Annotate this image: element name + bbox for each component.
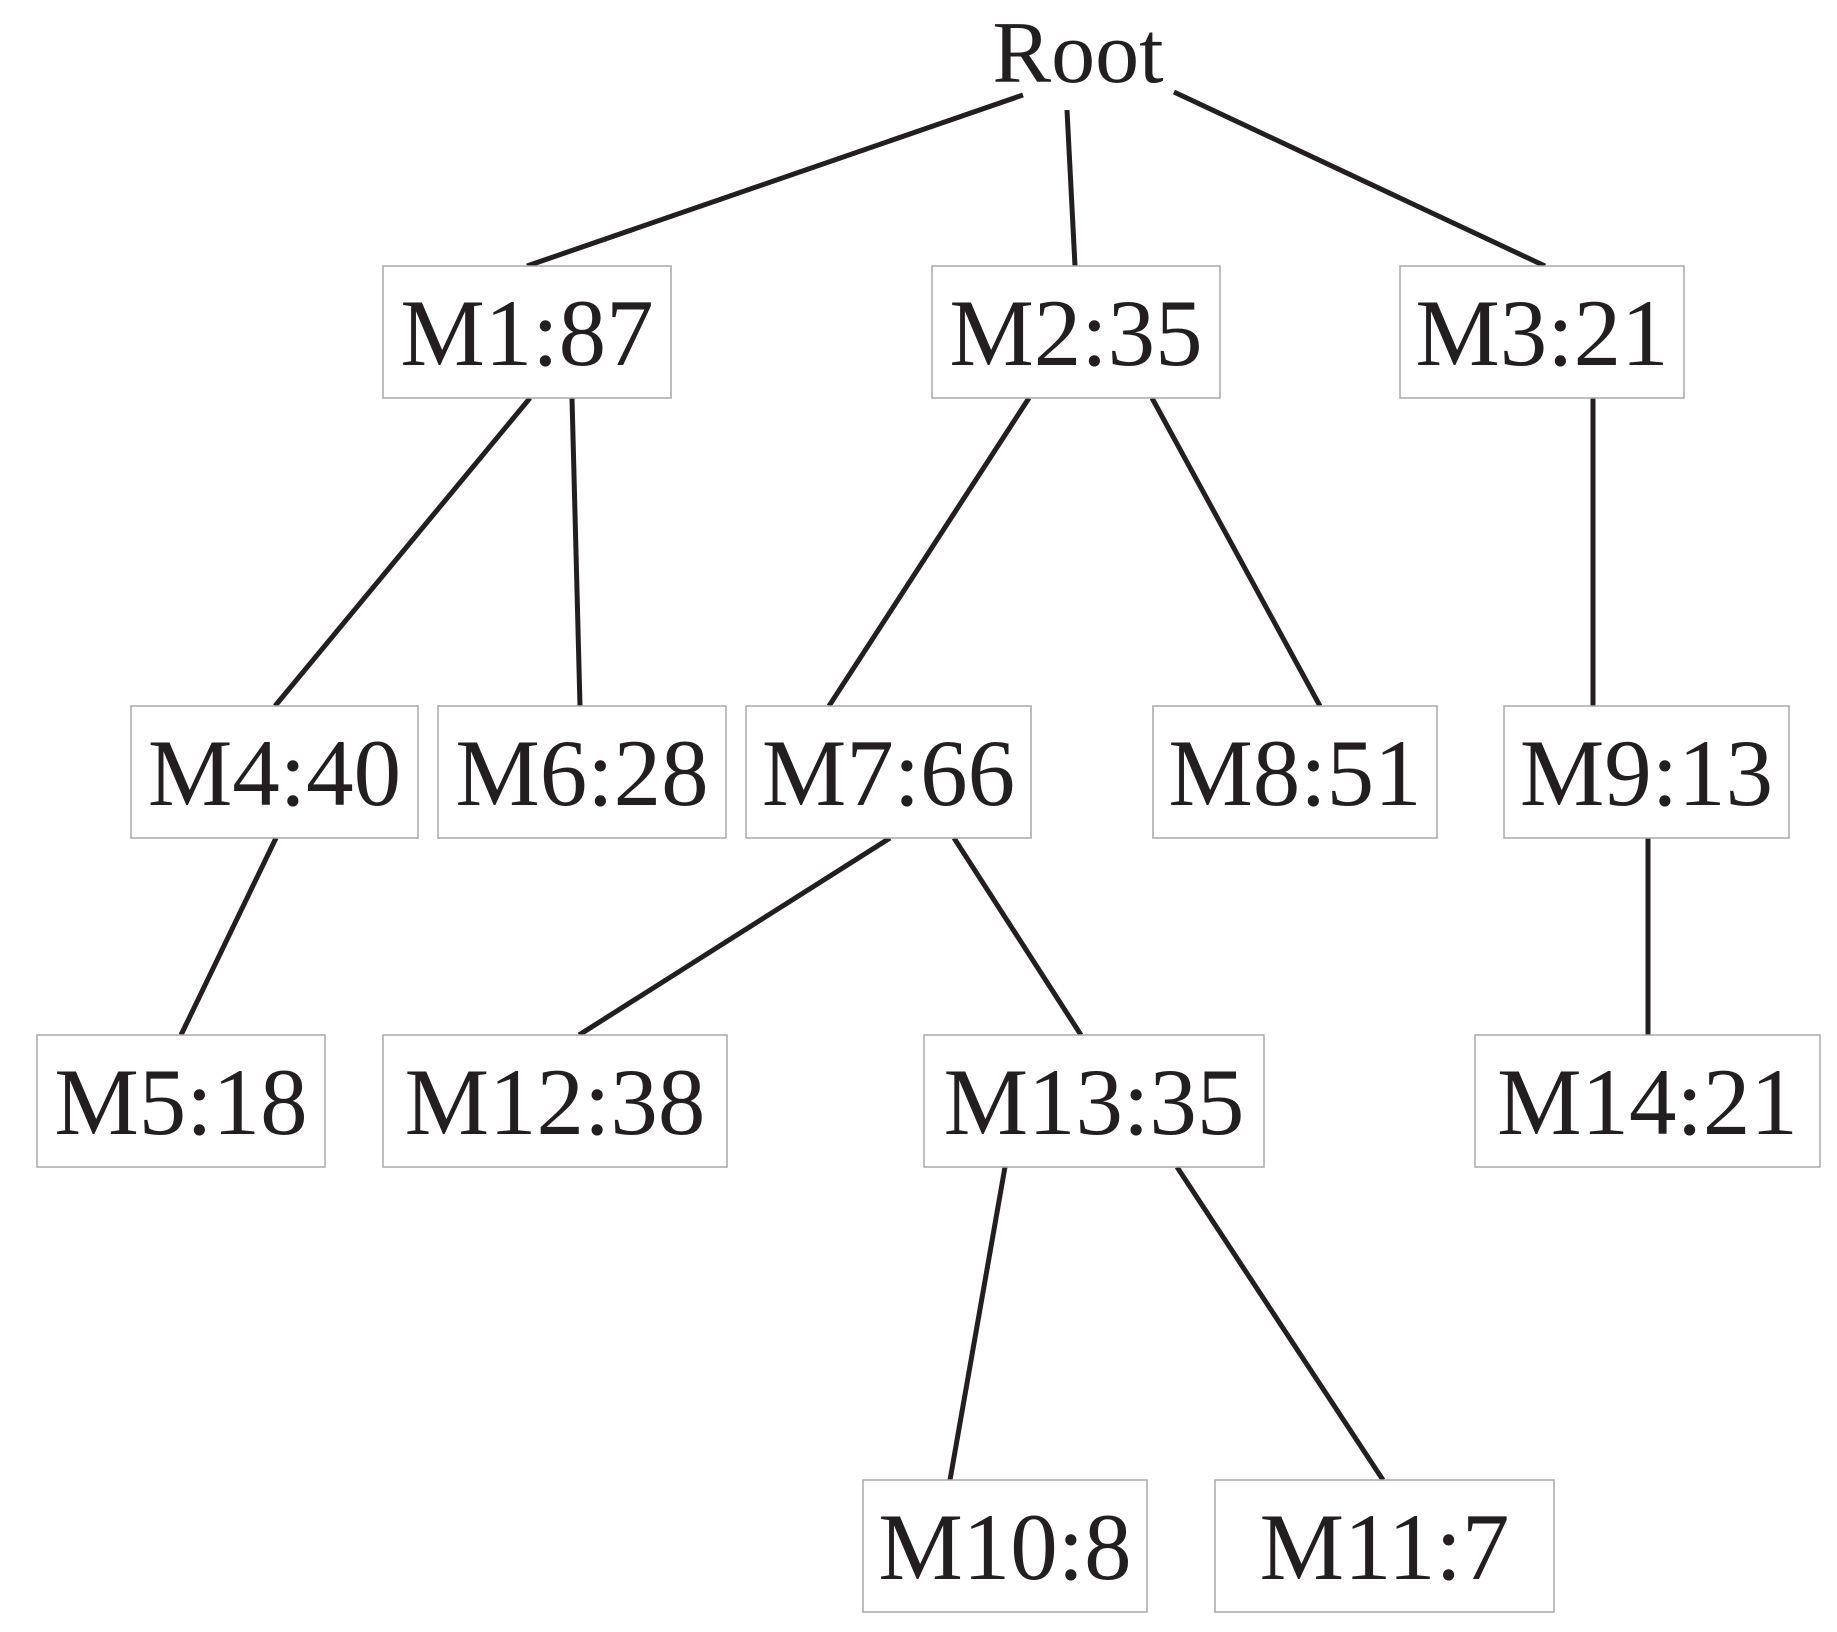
node-box-m2 [931,265,1221,399]
node-label-m8: M8:51 [1168,720,1421,826]
tree-node-m8: M8:51 [1152,705,1438,839]
node-box-m5 [36,1034,326,1168]
node-label-m2: M2:35 [949,280,1202,386]
node-box-m6 [437,705,727,839]
edge-m7-m13 [951,836,1084,1037]
node-box-m12 [382,1034,728,1168]
tree-node-m2: M2:35 [931,265,1221,399]
tree-node-m5: M5:18 [36,1034,326,1168]
tree-node-m13: M13:35 [923,1034,1265,1168]
edge-root-m3 [1172,89,1547,269]
node-box-m13 [923,1034,1265,1168]
node-box-m1 [382,265,672,399]
tree-node-m12: M12:38 [382,1034,728,1168]
node-label-m3: M3:21 [1415,280,1668,386]
edge-m1-m4 [273,396,532,708]
node-label-m1: M1:87 [400,280,653,386]
node-box-m3 [1399,265,1685,399]
node-box-m9 [1503,705,1790,839]
edge-m13-m11 [1174,1165,1386,1482]
node-label-m6: M6:28 [455,720,708,826]
edge-root-m1 [526,92,1024,269]
edge-m1-m6 [569,397,583,707]
tree-node-m11: M11:7 [1214,1479,1555,1613]
tree-node-m7: M7:66 [745,705,1032,839]
edge-m2-m7 [826,396,1032,708]
node-label-m14: M14:21 [1497,1049,1798,1155]
node-label-m9: M9:13 [1520,720,1773,826]
node-box-m8 [1152,705,1438,839]
tree-node-m6: M6:28 [437,705,727,839]
node-label-m13: M13:35 [944,1049,1245,1155]
edge-m7-m12 [577,835,892,1038]
node-label-m4: M4:40 [148,720,401,826]
tree-node-m1: M1:87 [382,265,672,399]
node-label-m12: M12:38 [405,1049,706,1155]
edge-root-m2 [1064,109,1078,267]
node-label-m11: M11:7 [1260,1494,1510,1600]
edges-layer [178,89,1651,1482]
tree-node-m10: M10:8 [862,1479,1148,1613]
node-label-m7: M7:66 [762,720,1015,826]
edge-m2-m8 [1149,396,1323,708]
node-label-m5: M5:18 [54,1049,307,1155]
tree-node-m14: M14:21 [1474,1034,1821,1168]
node-box-m7 [745,705,1032,839]
node-label-m10: M10:8 [878,1494,1131,1600]
tree-node-m4: M4:40 [130,705,419,839]
root-label: Root [992,5,1163,102]
node-box-m10 [862,1479,1148,1613]
tree-node-m9: M9:13 [1503,705,1790,839]
tree-node-m3: M3:21 [1399,265,1685,399]
node-box-m14 [1474,1034,1821,1168]
node-box-m4 [130,705,419,839]
edge-m4-m5 [178,836,279,1037]
edge-m13-m10 [947,1166,1008,1481]
node-box-m11 [1214,1479,1555,1613]
